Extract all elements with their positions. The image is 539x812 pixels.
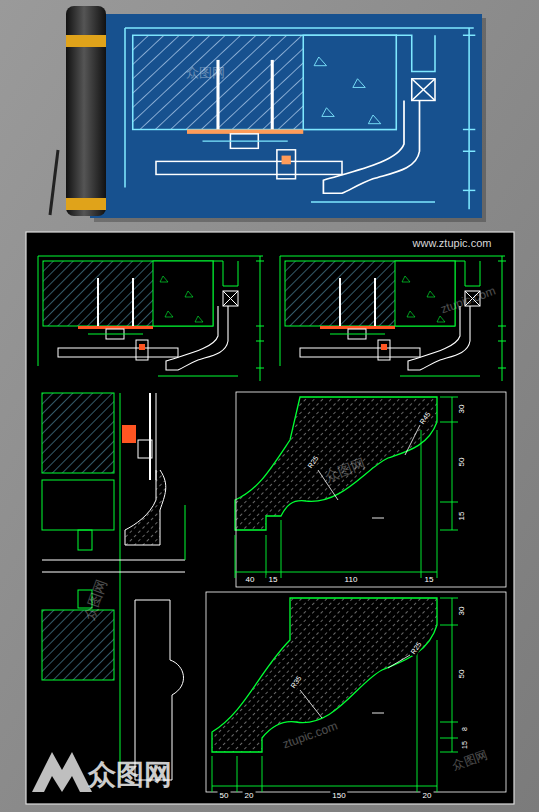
- watermark: ztupic.com: [281, 720, 339, 751]
- dimension-text: 150: [330, 791, 347, 801]
- logo-text: 众图网: [88, 761, 172, 789]
- url-watermark: www.ztupic.com: [411, 237, 494, 250]
- dimension-text: 50: [457, 456, 467, 469]
- dimension-text: 50: [457, 668, 467, 681]
- dimension-text: 15: [457, 510, 467, 523]
- dimension-text: 20: [243, 791, 256, 801]
- dimension-text: 30: [457, 605, 467, 618]
- watermark: ztupic.com: [439, 285, 497, 316]
- paper-sheet: [50, 6, 486, 222]
- logo-icon: [32, 752, 92, 792]
- radius-text: R45: [416, 409, 433, 428]
- radius-text: R25: [304, 453, 321, 472]
- cad-panel: [26, 232, 514, 804]
- dimension-lines: [212, 397, 458, 792]
- watermark: 众图网: [81, 578, 109, 622]
- watermark: 众图网: [323, 456, 367, 484]
- vertical-section: [42, 393, 185, 780]
- section-detail: [38, 256, 264, 381]
- dimension-text: 15: [460, 739, 469, 751]
- watermark: 众图网: [451, 748, 489, 772]
- molding-profile: [206, 392, 506, 792]
- watermark: 众图网: [186, 66, 225, 79]
- radius-text: R25: [407, 639, 424, 658]
- dimension-text: 20: [421, 791, 434, 801]
- dimension-text: 50: [218, 791, 231, 801]
- dimension-text: 15: [423, 575, 436, 585]
- dimension-text: 30: [457, 403, 467, 416]
- paper-detail: [125, 28, 475, 209]
- radius-text: R35: [287, 673, 304, 692]
- dimension-text: 110: [343, 575, 360, 585]
- section-detail: [280, 256, 506, 381]
- dimension-text: 40: [244, 575, 257, 585]
- dimension-text: 8: [460, 725, 469, 733]
- dimension-text: 15: [267, 575, 280, 585]
